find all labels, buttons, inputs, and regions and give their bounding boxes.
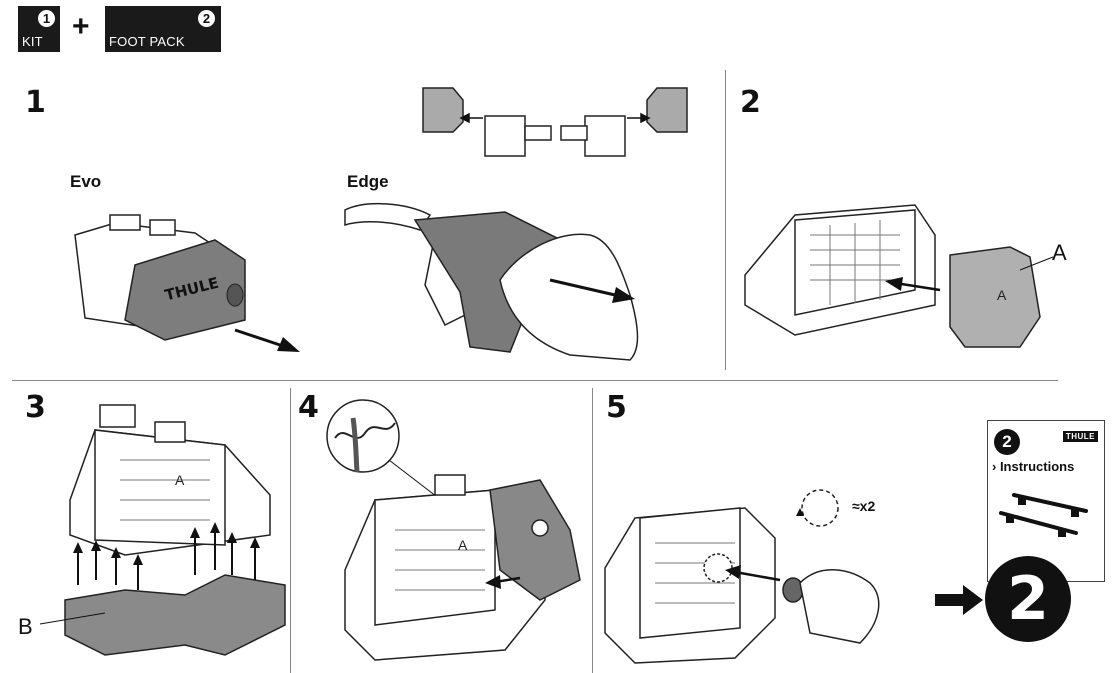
edge-adapter-detail-drawing [422, 87, 688, 157]
leader-line-b [39, 612, 106, 625]
booklet-thule-logo: THULE [1062, 431, 1098, 442]
divider-step3-step4 [290, 388, 291, 673]
kit-number-badge: 1 [38, 10, 55, 27]
footpack-box: 2 FOOT PACK [105, 6, 221, 52]
booklet-number-badge: 2 [994, 429, 1020, 455]
booklet-instructions-label: › Instructions [992, 459, 1075, 474]
part-label-b: B [18, 614, 33, 639]
plate-letter-a: A [997, 287, 1007, 303]
booklet-roof-rack-icon [999, 493, 1088, 537]
footpack-label: FOOT PACK [109, 34, 185, 49]
kit-label: KIT [22, 34, 43, 49]
divider-step4-step5 [592, 388, 593, 673]
arrow-right-icon [935, 585, 983, 615]
step-number-3: 3 [25, 390, 46, 425]
next-instructions-booklet: 2 THULE › Instructions [987, 420, 1105, 582]
step5-foot-and-screw-drawing [604, 507, 880, 664]
plus-sign: + [72, 10, 90, 43]
step5-multiplier: ≈x2 [852, 498, 876, 514]
step3-plate-letter-a: A [175, 472, 185, 488]
evo-foot-drawing: THULE [74, 214, 300, 352]
divider-top-bottom [12, 380, 1058, 381]
step5-rotation-icon [796, 489, 839, 527]
step-number-5: 5 [606, 390, 627, 425]
part-label-a: A [1052, 240, 1067, 265]
kit-box: 1 KIT [18, 6, 60, 52]
footpack-number-badge: 2 [198, 10, 215, 27]
step-number-1: 1 [25, 85, 46, 120]
step4-foot-and-plate-drawing: A [344, 474, 581, 661]
step2-foot-and-plate-drawing: A [744, 204, 1054, 348]
evo-caption: Evo [70, 172, 102, 191]
edge-foot-drawing [344, 202, 639, 361]
next-step-big-number: 2 [985, 556, 1071, 642]
step4-plate-letter-a: A [458, 537, 468, 553]
step-number-2: 2 [740, 85, 761, 120]
divider-step1-step2 [725, 70, 726, 370]
step3-foot-and-pads-drawing: A [64, 404, 286, 656]
step-number-4: 4 [298, 390, 319, 425]
edge-caption: Edge [347, 172, 389, 191]
